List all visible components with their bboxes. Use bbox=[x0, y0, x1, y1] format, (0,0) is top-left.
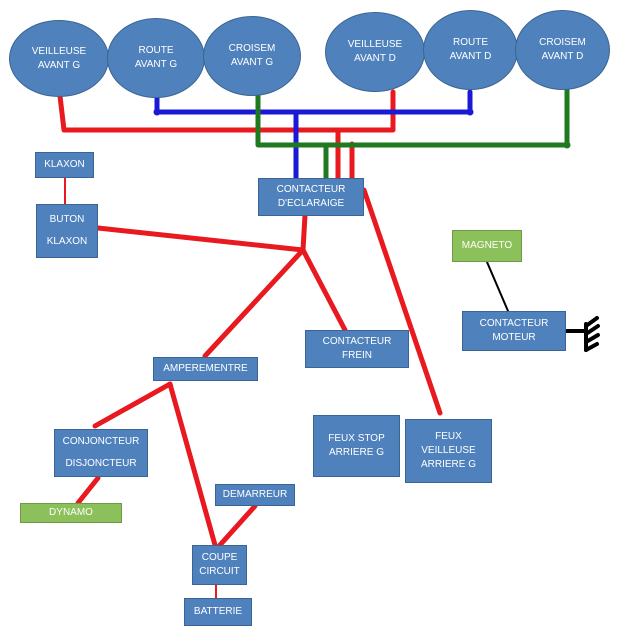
box-label-line2: ARRIERE G bbox=[328, 447, 384, 458]
box-label-line1: CONJONCTEUR bbox=[62, 436, 140, 447]
wire-amp-coupe bbox=[167, 381, 218, 548]
lamp-veilleuse-avant-g: VEILLEUSE AVANT G bbox=[9, 20, 109, 97]
wire-junction-amperemetre bbox=[202, 247, 306, 359]
box-feux-veilleuse-arriere: FEUX VEILLEUSE ARRIERE G bbox=[405, 419, 492, 483]
lamp-label-line2: AVANT D bbox=[541, 51, 584, 62]
box-label: KLAXON bbox=[44, 159, 85, 170]
lamp-label-line1: ROUTE bbox=[138, 45, 174, 56]
box-label: BATTERIE bbox=[193, 606, 243, 617]
connector-dot bbox=[563, 141, 571, 149]
box-label-line2: FREIN bbox=[342, 350, 372, 361]
lamp-label-line2: AVANT G bbox=[134, 59, 178, 70]
wire-green-croisem bbox=[255, 87, 570, 148]
box-label-line3: ARRIERE G bbox=[420, 459, 476, 470]
box-label-line1: COUPE bbox=[201, 552, 238, 563]
box-conjoncteur-disjoncteur: CONJONCTEUR DISJONCTEUR bbox=[54, 429, 148, 477]
lamp-label-line1: VEILLEUSE bbox=[347, 39, 403, 50]
box-amperemetre: AMPEREMENTRE bbox=[153, 357, 258, 381]
box-feux-stop: FEUX STOP ARRIERE G bbox=[313, 415, 400, 477]
lamp-croisem-avant-g: CROISEM AVANT G bbox=[203, 16, 301, 96]
box-contacteur-frein: CONTACTEUR FREIN bbox=[305, 330, 409, 368]
wire-contacteur-junction bbox=[300, 212, 308, 253]
lamp-croisem-avant-d: CROISEM AVANT D bbox=[515, 10, 610, 90]
box-label-line2: MOTEUR bbox=[492, 332, 536, 343]
connector-dot bbox=[466, 108, 474, 116]
box-label: DYNAMO bbox=[49, 507, 93, 518]
box-klaxon: KLAXON bbox=[35, 152, 94, 178]
connector-dot bbox=[153, 108, 161, 116]
wire-demarreur-coupe bbox=[217, 503, 258, 548]
wire-amp-conjoncteur bbox=[92, 381, 173, 429]
box-label: AMPEREMENTRE bbox=[163, 363, 248, 374]
box-coupe-circuit: COUPE CIRCUIT bbox=[192, 545, 247, 585]
box-label-line1: CONTACTEUR bbox=[479, 318, 549, 329]
box-label: MAGNETO bbox=[461, 240, 513, 251]
lamp-label-line1: ROUTE bbox=[453, 37, 488, 48]
lamp-label-line1: CROISEM bbox=[539, 37, 586, 48]
box-label: DEMARREUR bbox=[222, 489, 288, 500]
box-label-line1: FEUX bbox=[435, 431, 462, 442]
box-label-line1: FEUX STOP bbox=[328, 433, 385, 444]
box-contacteur-eclairage: CONTACTEUR D'ECLARAIGE bbox=[258, 178, 364, 216]
lamp-veilleuse-avant-d: VEILLEUSE AVANT D bbox=[325, 12, 425, 92]
box-label-line2: DISJONCTEUR bbox=[65, 458, 137, 469]
lamp-label-line2: AVANT G bbox=[37, 59, 81, 71]
box-demarreur: DEMARREUR bbox=[215, 484, 295, 506]
box-dynamo: DYNAMO bbox=[20, 503, 122, 523]
box-label-line2: D'ECLARAIGE bbox=[277, 198, 345, 209]
box-label-line2: VEILLEUSE bbox=[421, 445, 476, 456]
lamp-label-line1: VEILLEUSE bbox=[31, 45, 87, 57]
lamp-label-line2: AVANT G bbox=[230, 57, 274, 68]
wire-magneto-moteur bbox=[486, 261, 509, 312]
box-magneto: MAGNETO bbox=[452, 230, 522, 262]
box-batterie: BATTERIE bbox=[184, 598, 252, 626]
wire-contacteur-feux bbox=[361, 187, 443, 416]
box-label-line2: CIRCUIT bbox=[199, 566, 240, 577]
lamp-route-avant-d: ROUTE AVANT D bbox=[423, 10, 518, 90]
box-label-line1: CONTACTEUR bbox=[322, 336, 392, 347]
wire-junction-frein bbox=[300, 247, 348, 333]
wire-blue-route bbox=[154, 89, 473, 115]
box-label-line2: KLAXON bbox=[46, 236, 88, 247]
wire-buton-junction bbox=[95, 225, 306, 253]
box-label-line1: BUTON bbox=[49, 214, 85, 225]
lamp-label-line1: CROISEM bbox=[228, 43, 276, 54]
box-label-line1: CONTACTEUR bbox=[276, 184, 346, 195]
box-contacteur-moteur: CONTACTEUR MOTEUR bbox=[462, 311, 566, 351]
lamp-route-avant-g: ROUTE AVANT G bbox=[107, 18, 205, 98]
box-buton-klaxon: BUTON KLAXON bbox=[36, 204, 98, 258]
wire-conjoncteur-dynamo bbox=[75, 475, 101, 506]
lamp-label-line2: AVANT D bbox=[354, 53, 396, 64]
ground-icon bbox=[584, 316, 600, 352]
lamp-label-line2: AVANT D bbox=[449, 51, 492, 62]
